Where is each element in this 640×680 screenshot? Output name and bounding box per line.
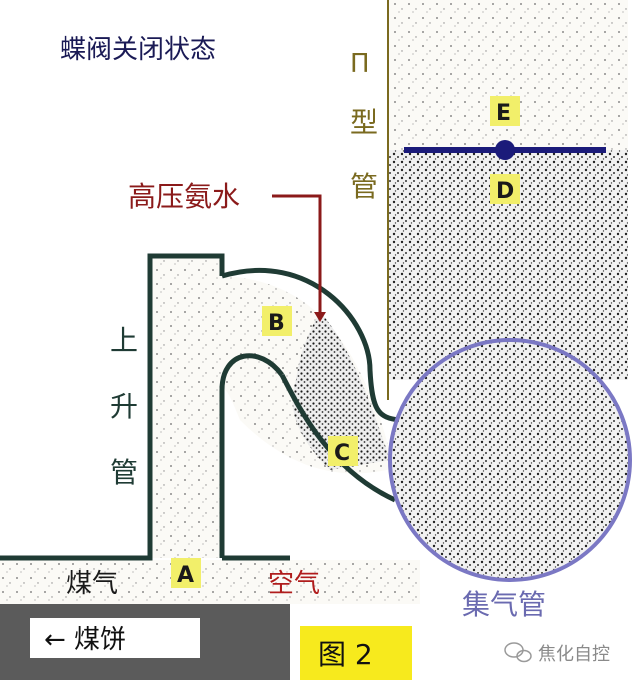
butterfly-valve-pivot [495,140,515,160]
figure-label-box [300,626,412,680]
diagram-title: 蝶阀关闭状态 [60,35,216,65]
pi-tube-upper-fill [388,0,628,150]
point-box-b [262,306,292,336]
ammonia-nozzle [314,312,326,322]
gas-label: 煤气 [66,569,118,599]
point-box-c [328,436,358,466]
gas-band [0,560,420,604]
pi-tube-label-3: 管 [350,170,378,203]
collector-label: 集气管 [462,588,546,621]
point-label-e: E [496,101,511,126]
riser-left-wall [0,253,225,561]
air-label: 空气 [268,569,320,599]
point-box-e [490,96,520,126]
coke-label: ← 煤饼 [44,625,126,655]
pi-tube-label-1: Π [350,49,370,79]
wechat-icon [504,642,532,663]
point-box-a [171,558,201,588]
ammonia-label: 高压氨水 [128,180,240,213]
collector-fill [392,342,628,578]
watermark-text: 焦化自控 [538,644,610,665]
pi-tube-label-2: 型 [350,106,378,139]
point-label-a: A [177,563,194,588]
coke-label-box [30,618,200,658]
point-box-d [490,174,520,204]
riser-label-1: 上 [110,324,138,357]
riser-label-2: 升 [110,390,138,423]
point-label-c: C [334,441,350,466]
riser-inner-wall [219,353,285,558]
ammonia-leader-line [272,194,322,312]
gooseneck-inner-wall [279,373,397,503]
figure-label: 图 2 [318,638,373,671]
point-label-b: B [268,311,285,336]
collector-ring [388,338,632,582]
gooseneck-outer-wall [221,268,401,423]
riser-label-3: 管 [110,456,138,489]
point-label-d: D [496,179,514,204]
